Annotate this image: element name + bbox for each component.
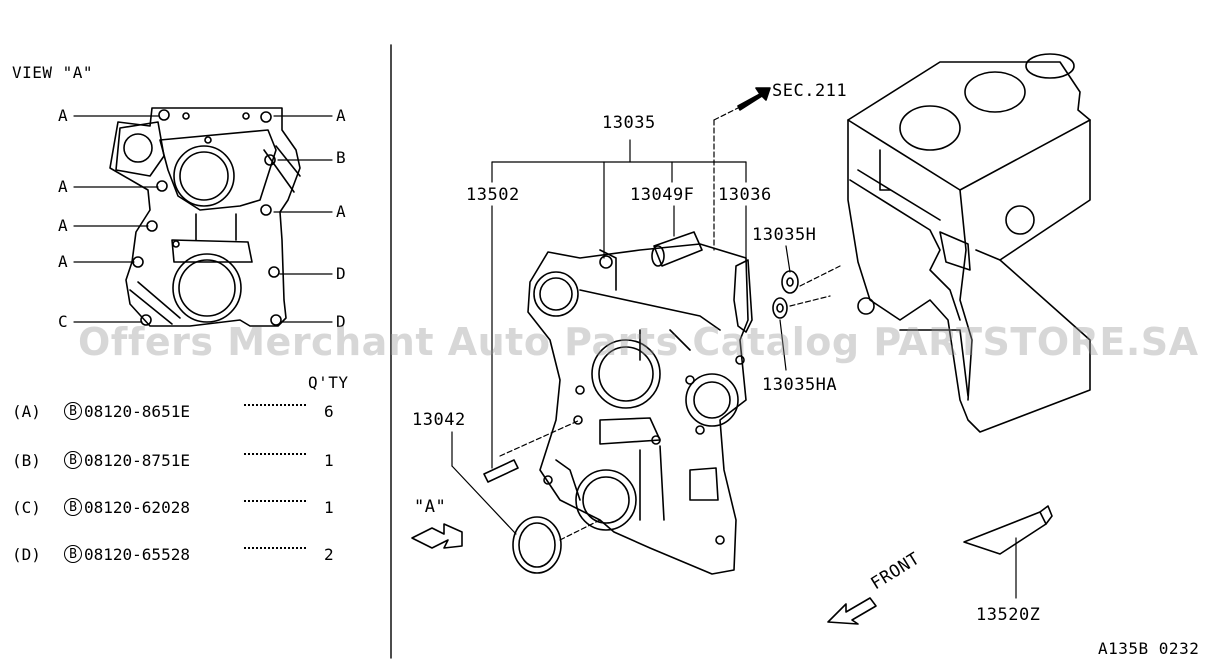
- view-a-leader-lines: [73, 115, 333, 323]
- washer-13035ha-outline: [772, 297, 788, 319]
- front-cover-outline: [527, 243, 749, 575]
- bolt-part-number: 08120-8651E: [84, 402, 190, 421]
- callout-13035ha[interactable]: 13035HA: [762, 375, 838, 395]
- gasket-13036-outline: [733, 259, 753, 333]
- diagram-code: A135B 0232: [1098, 639, 1200, 658]
- view-label-right-5: D: [336, 312, 347, 331]
- sealant-tube-13520z-outline: [963, 505, 1053, 555]
- view-a-arrow-label: "A": [414, 497, 447, 517]
- bolt-qty: 6: [324, 402, 334, 421]
- bolt-key: (B): [12, 451, 41, 470]
- bolt-b-icon: B: [64, 402, 82, 420]
- qty-header: Q'TY: [308, 373, 349, 392]
- bolt-key: (C): [12, 498, 41, 517]
- bolt-b-icon: B: [64, 498, 82, 516]
- callout-13520z[interactable]: 13520Z: [976, 605, 1041, 625]
- leader-dots: [244, 547, 306, 549]
- bolt-row: (B) B 08120-8751E 1: [12, 451, 372, 473]
- view-label-right-3: A: [336, 202, 347, 221]
- callout-leader-lines: [451, 107, 1017, 599]
- view-a-title: VIEW "A": [12, 63, 94, 82]
- sleeve-13049f-outline: [651, 231, 703, 267]
- view-a-arrow-icon: [411, 523, 463, 549]
- dowel-pin-13502-outline: [483, 459, 519, 483]
- callout-13049f[interactable]: 13049F: [630, 185, 695, 205]
- bolt-qty: 2: [324, 545, 334, 564]
- sec-arrow-icon: [737, 87, 771, 111]
- view-label-left-2: A: [58, 177, 69, 196]
- view-label-right-2: B: [336, 148, 347, 167]
- bolt-row: (A) B 08120-8651E 6: [12, 402, 372, 424]
- bolt-row: (D) B 08120-65528 2: [12, 545, 372, 567]
- callout-13035[interactable]: 13035: [602, 113, 656, 133]
- bolt-row: (C) B 08120-62028 1: [12, 498, 372, 520]
- bolt-qty: 1: [324, 498, 334, 517]
- bolt-qty: 1: [324, 451, 334, 470]
- bolt-b-icon: B: [64, 451, 82, 469]
- oil-seal-13042-outline: [512, 516, 562, 574]
- view-a-cover-outline: [109, 107, 301, 327]
- leader-dots: [244, 453, 306, 455]
- callout-13035h[interactable]: 13035H: [752, 225, 817, 245]
- callout-13036[interactable]: 13036: [718, 185, 772, 205]
- view-label-left-4: A: [58, 252, 69, 271]
- bolt-part-number: 08120-65528: [84, 545, 190, 564]
- front-arrow-icon: [827, 597, 877, 625]
- view-label-left-1: A: [58, 106, 69, 125]
- callout-sec-211[interactable]: SEC.211: [772, 81, 848, 101]
- leader-dots: [244, 500, 306, 502]
- bolt-key: (A): [12, 402, 41, 421]
- callout-13502[interactable]: 13502: [466, 185, 520, 205]
- watermark: Offers Merchant Auto Parts Catalog PARTS…: [78, 320, 1199, 364]
- view-label-left-3: A: [58, 216, 69, 235]
- callout-13042[interactable]: 13042: [412, 410, 466, 430]
- washer-13035h-outline: [781, 270, 799, 294]
- leader-dots: [244, 404, 306, 406]
- bolt-part-number: 08120-8751E: [84, 451, 190, 470]
- view-label-right-1: A: [336, 106, 347, 125]
- bolt-part-number: 08120-62028: [84, 498, 190, 517]
- engine-block-outline: [847, 53, 1091, 433]
- view-label-left-5: C: [58, 312, 69, 331]
- bolt-b-icon: B: [64, 545, 82, 563]
- bolt-key: (D): [12, 545, 41, 564]
- view-label-right-4: D: [336, 264, 347, 283]
